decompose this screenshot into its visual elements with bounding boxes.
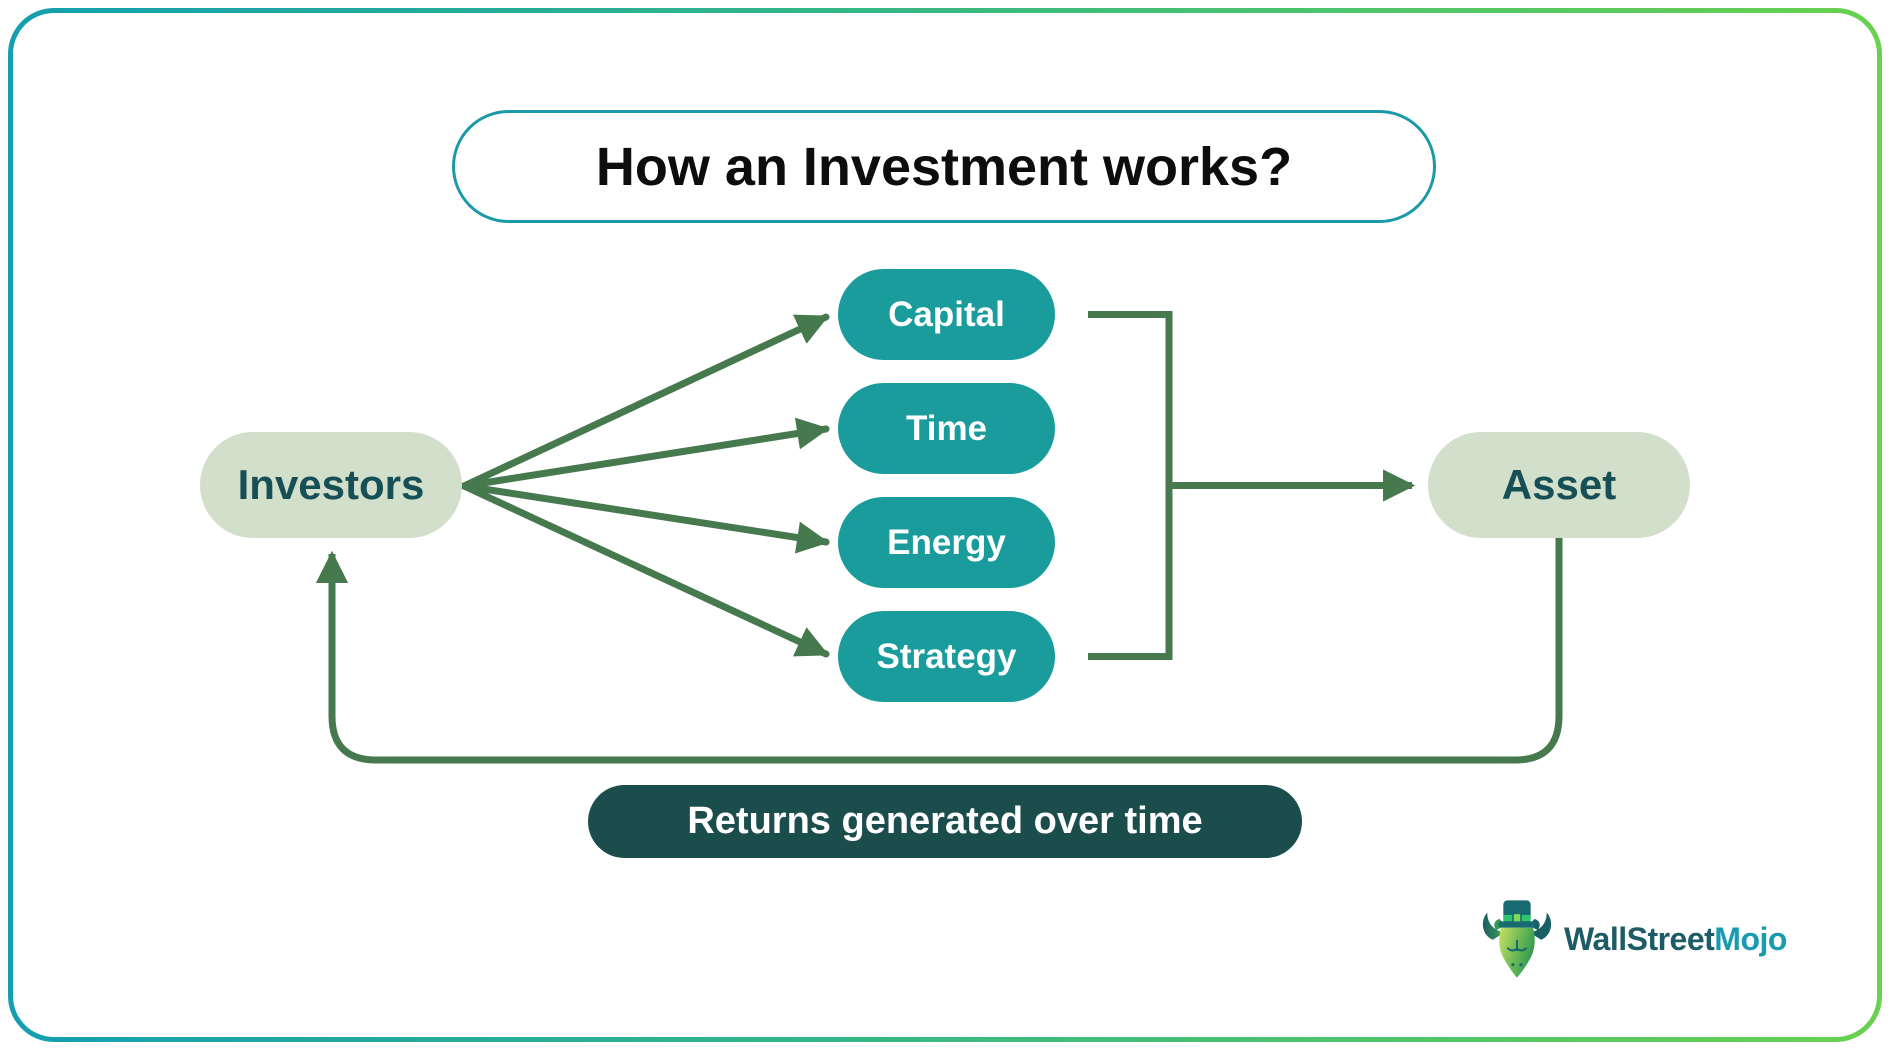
investors-to-energy-arrow [460, 482, 830, 554]
input-node-strategy: Strategy [838, 611, 1055, 702]
investors-to-time-arrow [460, 417, 830, 490]
energy-label: Energy [887, 522, 1006, 562]
wallstreetmojo-logo: WallStreetMojo [1480, 898, 1787, 980]
investors-node: Investors [200, 432, 462, 538]
asset-label: Asset [1501, 461, 1617, 508]
asset-node: Asset [1428, 432, 1690, 538]
capital-label: Capital [888, 294, 1005, 334]
inputs-bracket-connector [1088, 311, 1173, 660]
logo-text-mojo: Mojo [1714, 920, 1787, 957]
investors-to-strategy-arrow [460, 482, 830, 658]
time-label: Time [905, 408, 988, 448]
input-node-energy: Energy [838, 497, 1055, 588]
input-node-capital: Capital [838, 269, 1055, 360]
page-title: How an Investment works? [595, 136, 1293, 197]
returns-badge: Returns generated over time [588, 785, 1302, 858]
strategy-label: Strategy [876, 636, 1017, 676]
investors-label: Investors [237, 461, 425, 508]
investors-to-capital-arrow [460, 313, 830, 490]
returns-label: Returns generated over time [687, 800, 1203, 842]
logo-wordmark: WallStreetMojo [1564, 921, 1787, 958]
title-box: How an Investment works? [452, 110, 1436, 223]
logo-text-wallstreet: WallStreet [1564, 920, 1715, 957]
asset-to-investors-return-loop [315, 538, 1563, 764]
bull-mascot-icon [1482, 900, 1552, 978]
input-node-time: Time [838, 383, 1055, 474]
